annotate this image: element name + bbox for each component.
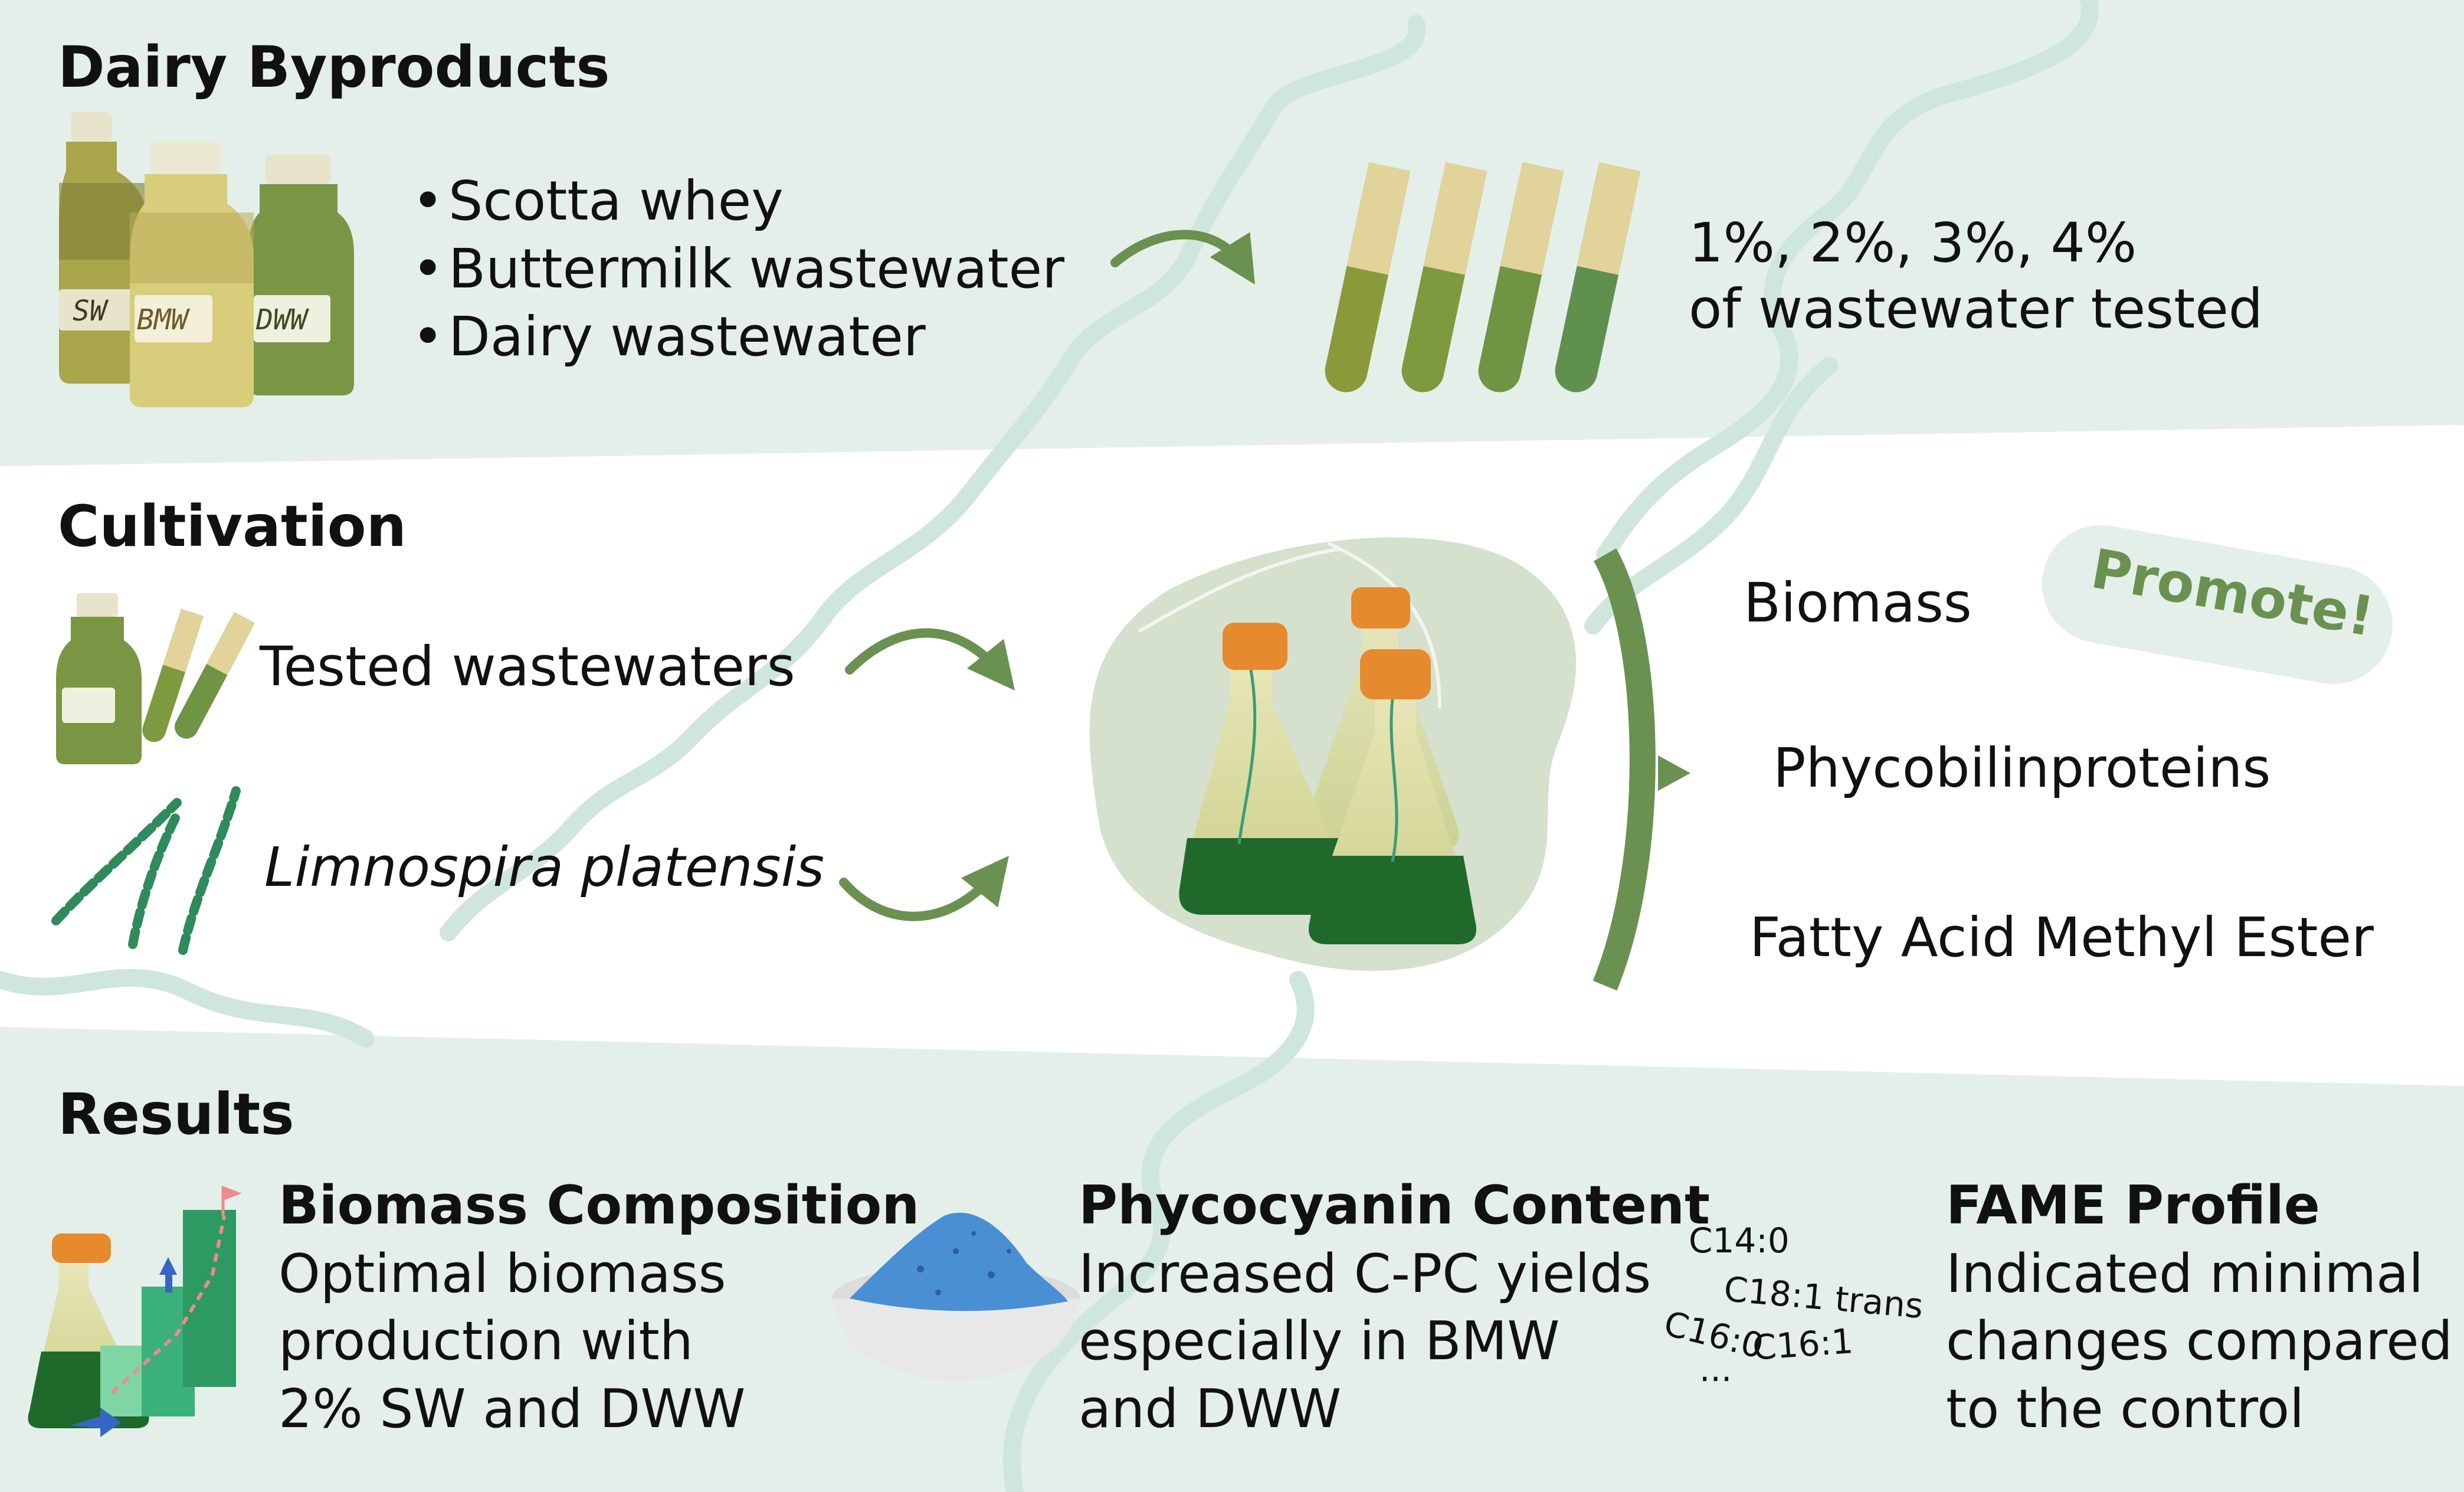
fame-desc: Indicated minimal changes compared to th…	[1946, 1241, 2453, 1443]
fame-line-3: to the control	[1946, 1378, 2305, 1440]
phycocyanin-line-2: especially in BMW	[1079, 1310, 1560, 1373]
flasks-icon	[1138, 541, 1476, 944]
biomass-line-1: Optimal biomass	[278, 1243, 726, 1305]
label-dww: DWW	[255, 303, 310, 336]
results-title: Results	[58, 1081, 294, 1147]
fame-line-2: changes compared	[1946, 1310, 2453, 1373]
label-bmw: BMW	[137, 303, 191, 336]
cultivation-title: Cultivation	[58, 493, 407, 560]
fame-line-1: Indicated minimal	[1946, 1243, 2424, 1305]
acid-more: ...	[1699, 1349, 1732, 1389]
phycocyanin-title: Phycocyanin Content	[1079, 1174, 1711, 1236]
limnospira-spirals-icon	[51, 786, 241, 955]
biomass-desc: Optimal biomass production with 2% SW an…	[278, 1241, 745, 1443]
input-limnospira: Limnospira platensis	[264, 836, 825, 899]
tested-percentages: 1%, 2%, 3%, 4%	[1689, 211, 2137, 274]
bottle-bmw-icon	[130, 142, 254, 407]
phycocyanin-line-1: Increased C-PC yields	[1079, 1243, 1652, 1305]
acid-c16-1: C16:1	[1751, 1321, 1855, 1368]
test-tubes-icon	[1325, 162, 1641, 392]
acid-c14: C14:0	[1689, 1221, 1790, 1261]
dairy-item-dairy: Dairy wastewater	[401, 303, 1064, 371]
dairy-item-buttermilk: Buttermilk wastewater	[401, 235, 1064, 303]
biomass-line-3: 2% SW and DWW	[278, 1378, 746, 1440]
output-biomass: Biomass	[1744, 571, 1972, 634]
biomass-chart-icon	[28, 1186, 242, 1437]
bottle-dww-icon	[248, 155, 354, 395]
output-phycobilinproteins: Phycobilinproteins	[1773, 737, 2271, 800]
tested-caption: of wastewater tested	[1689, 277, 2263, 341]
dairy-title: Dairy Byproducts	[58, 34, 610, 100]
powder-bowl-icon	[832, 1212, 1080, 1381]
biomass-line-2: production with	[278, 1310, 693, 1373]
phycocyanin-desc: Increased C-PC yields especially in BMW …	[1079, 1241, 1651, 1443]
dairy-list: Scotta whey Buttermilk wastewater Dairy …	[401, 167, 1064, 371]
input-wastewaters: Tested wastewaters	[260, 635, 795, 698]
tested-wastewater-icon	[56, 593, 255, 764]
arrow-cultivation-bottom-icon	[839, 856, 1010, 921]
label-sw: SW	[73, 295, 109, 328]
dairy-item-scotta: Scotta whey	[401, 167, 1064, 235]
bracket-icon	[1593, 548, 1656, 991]
arrow-dairy-icon	[1110, 230, 1255, 285]
band-results	[0, 1027, 2464, 1492]
biomass-title: Biomass Composition	[278, 1174, 920, 1236]
output-fame: Fatty Acid Methyl Ester	[1749, 906, 2374, 969]
fame-title: FAME Profile	[1946, 1174, 2320, 1236]
promote-badge	[2042, 525, 2393, 685]
arrow-cultivation-top-icon	[845, 628, 1015, 691]
phycocyanin-line-3: and DWW	[1079, 1378, 1342, 1440]
